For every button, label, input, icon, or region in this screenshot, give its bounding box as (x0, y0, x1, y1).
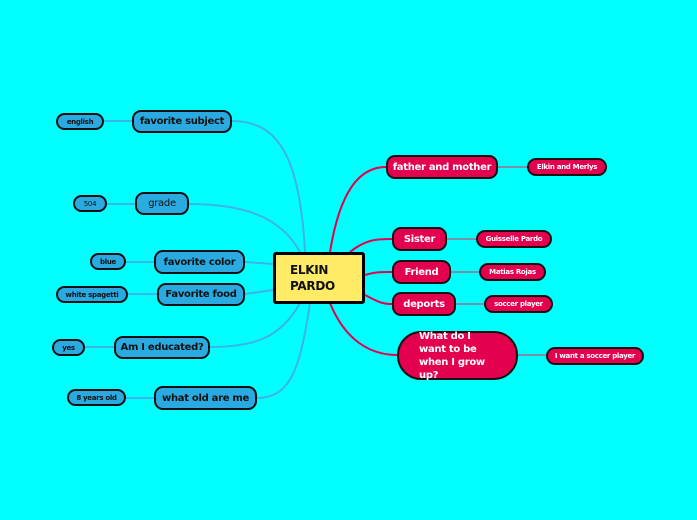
central-topic-label: ELKIN PARDO (290, 263, 335, 293)
subtopic-label: yes (62, 343, 75, 352)
topic-label: favorite subject (139, 116, 225, 127)
topic-grade[interactable]: grade (135, 192, 189, 215)
topic-what-do-i-want-to-be[interactable]: What do I want to be when I grow up? (397, 330, 518, 381)
subtopic-label: white spagetti (65, 290, 119, 299)
topic-favorite-food[interactable]: Favorite food (157, 283, 245, 306)
subtopic-8-years-old[interactable]: 8 years old (67, 389, 126, 406)
subtopic-guisselle-pardo[interactable]: Guisselle Pardo (476, 230, 552, 248)
topic-label: what old are me (162, 392, 249, 404)
topic-deports[interactable]: deports (392, 292, 456, 316)
subtopic-soccer-player[interactable]: soccer player (484, 295, 553, 313)
topic-father-and-mother[interactable]: father and mother (386, 155, 498, 179)
subtopic-label: 504 (83, 199, 97, 208)
topic-label: Am I educated? (120, 342, 204, 353)
subtopic-i-want-a-soccer-player[interactable]: I want a soccer player (546, 347, 644, 365)
topic-favorite-subject[interactable]: favorite subject (132, 110, 232, 133)
central-topic[interactable]: ELKIN PARDO (273, 252, 365, 304)
subtopic-label: 8 years old (76, 393, 117, 402)
topic-label: Sister (403, 233, 436, 245)
topic-what-old-are-me[interactable]: what old are me (154, 386, 257, 410)
subtopic-elkin-and-merlys[interactable]: Elkin and Merlys (527, 158, 607, 176)
topic-friend[interactable]: Friend (392, 260, 451, 284)
topic-favorite-color[interactable]: favorite color (154, 250, 245, 274)
topic-label: grade (148, 198, 176, 209)
topic-label: favorite color (163, 256, 236, 268)
topic-label: Friend (404, 266, 439, 278)
subtopic-yes[interactable]: yes (52, 339, 85, 356)
subtopic-matias-rojas[interactable]: Matias Rojas (479, 263, 546, 281)
subtopic-label: Matias Rojas (489, 268, 536, 276)
subtopic-label: I want a soccer player (554, 352, 636, 360)
topic-label: What do I want to be when I grow up? (419, 330, 485, 381)
topic-am-i-educated[interactable]: Am I educated? (114, 336, 210, 359)
subtopic-english[interactable]: english (56, 113, 104, 130)
subtopic-504[interactable]: 504 (73, 195, 107, 212)
topic-label: father and mother (392, 161, 492, 173)
subtopic-label: Guisselle Pardo (485, 235, 543, 243)
topic-label: Favorite food (165, 289, 237, 300)
subtopic-label: soccer player (494, 300, 543, 308)
subtopic-label: blue (100, 257, 116, 266)
subtopic-blue[interactable]: blue (90, 253, 126, 270)
subtopic-label: english (66, 117, 94, 126)
subtopic-white-spagetti[interactable]: white spagetti (56, 286, 128, 303)
subtopic-label: Elkin and Merlys (536, 163, 598, 171)
topic-label: deports (403, 298, 445, 310)
topic-sister[interactable]: Sister (392, 227, 447, 251)
